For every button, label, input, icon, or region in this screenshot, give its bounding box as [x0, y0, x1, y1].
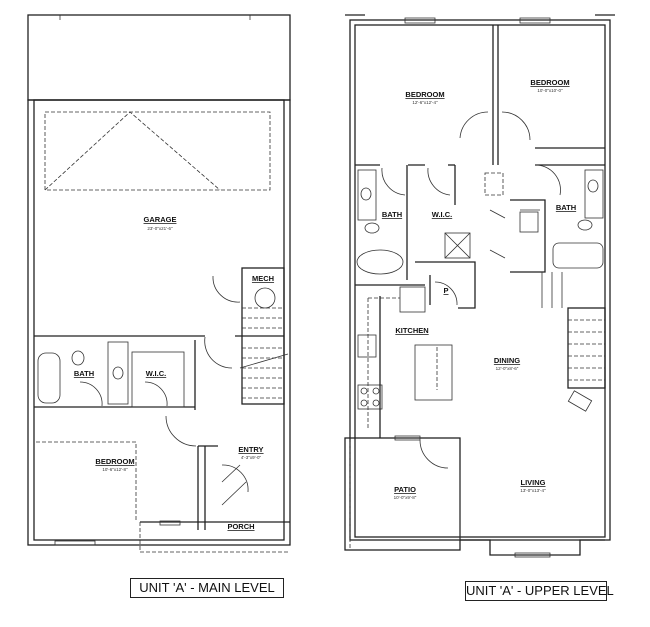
sink	[112, 366, 124, 380]
room-label-kitchen: KITCHEN	[395, 326, 428, 335]
upper-level-caption: UNIT 'A' - UPPER LEVEL	[465, 581, 614, 601]
room-label-bedroom-2: BEDROOM	[530, 78, 569, 87]
garage-apron	[27, 14, 291, 101]
room-size-living: 13'-0"x13'-4"	[520, 488, 546, 493]
room-label-wic-upper: W.I.C.	[432, 210, 452, 219]
patio	[344, 437, 461, 551]
kitchen-island	[414, 344, 453, 401]
room-size-bedroom: 10'-6"x12'-8"	[102, 467, 128, 472]
room-label-dining: DINING	[494, 356, 520, 365]
room-label-porch: PORCH	[227, 522, 254, 531]
fireplace	[567, 390, 593, 412]
room-label-bedroom: BEDROOM	[95, 457, 134, 466]
water-heater	[254, 287, 276, 309]
room-label-bedroom-1: BEDROOM	[405, 90, 444, 99]
main-exterior-wall	[27, 99, 291, 546]
room-size-dining: 12'-0"x8'-6"	[496, 366, 519, 371]
room-label-bath: BATH	[74, 369, 94, 378]
kitchen-sink	[357, 334, 377, 358]
room-label-wic: W.I.C.	[146, 369, 166, 378]
bathtub	[37, 352, 61, 404]
window	[159, 520, 181, 526]
bathtub-upper	[552, 242, 604, 269]
room-size-entry: 4'-3"x9'-0"	[241, 455, 262, 460]
upper-level-plan: BEDROOM 12'-6"x12'-4" BEDROOM 10'-0"x10'…	[344, 14, 615, 558]
room-size-bedroom-1: 12'-6"x12'-4"	[412, 100, 438, 105]
door-swing	[212, 275, 241, 303]
room-label-bath-2: BATH	[556, 203, 576, 212]
main-level-plan: GARAGE 23'-0"x21'-6" MECH BATH W.I.C. BE…	[27, 14, 291, 553]
shower	[444, 232, 471, 259]
room-label-living: LIVING	[520, 478, 545, 487]
room-size-garage: 23'-0"x21'-6"	[147, 226, 173, 231]
room-label-bath-1: BATH	[382, 210, 402, 219]
room-label-entry: ENTRY	[238, 445, 263, 454]
soaking-tub	[356, 249, 404, 275]
room-size-patio: 10'-0"x9'-8"	[394, 495, 417, 500]
upper-stairs	[567, 307, 606, 389]
room-label-pantry: P	[443, 286, 448, 295]
room-label-patio: PATIO	[394, 485, 416, 494]
cooktop	[357, 384, 383, 410]
room-label-mech: MECH	[252, 274, 274, 283]
toilet	[71, 350, 85, 366]
stairs	[241, 267, 285, 405]
main-level-caption: UNIT 'A' - MAIN LEVEL	[130, 578, 284, 598]
upper-exterior-wall	[349, 19, 611, 541]
garage-door-outline	[44, 111, 271, 191]
room-label-garage: GARAGE	[144, 215, 177, 224]
room-size-bedroom-2: 10'-0"x10'-0"	[537, 88, 563, 93]
